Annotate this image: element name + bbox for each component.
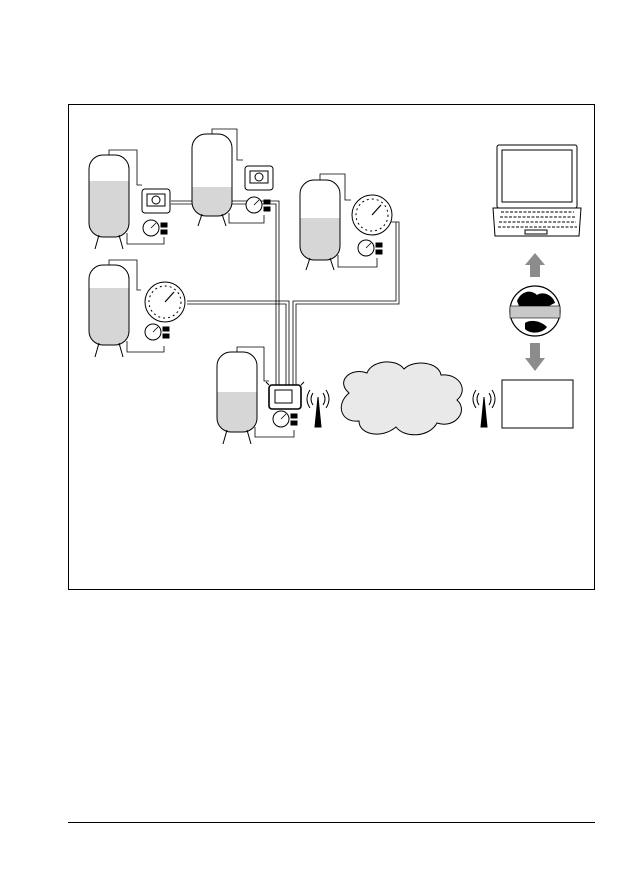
wireless-adapter: [266, 382, 304, 427]
dial-display-1: [142, 189, 170, 236]
antenna-icon: [307, 390, 329, 427]
round-gauge-1: [352, 195, 392, 256]
globe-icon: [510, 286, 560, 336]
tank-5: [217, 352, 257, 444]
gateway-box: [502, 380, 573, 428]
footer-rule: [68, 822, 595, 823]
dial-display-2: [245, 166, 273, 213]
arrow-up-icon: [525, 253, 545, 277]
wireless-network-diagram: [69, 105, 596, 591]
tank-2: [192, 134, 232, 226]
laptop-icon: [493, 145, 581, 236]
round-gauge-2: [145, 282, 185, 340]
network-diagram-frame: [68, 104, 595, 590]
tank-3: [300, 180, 340, 270]
network-cloud: [341, 362, 462, 435]
tank-1: [89, 155, 129, 249]
antenna-icon: [473, 390, 495, 427]
tank-4: [89, 265, 129, 357]
arrow-down-icon: [525, 343, 545, 371]
